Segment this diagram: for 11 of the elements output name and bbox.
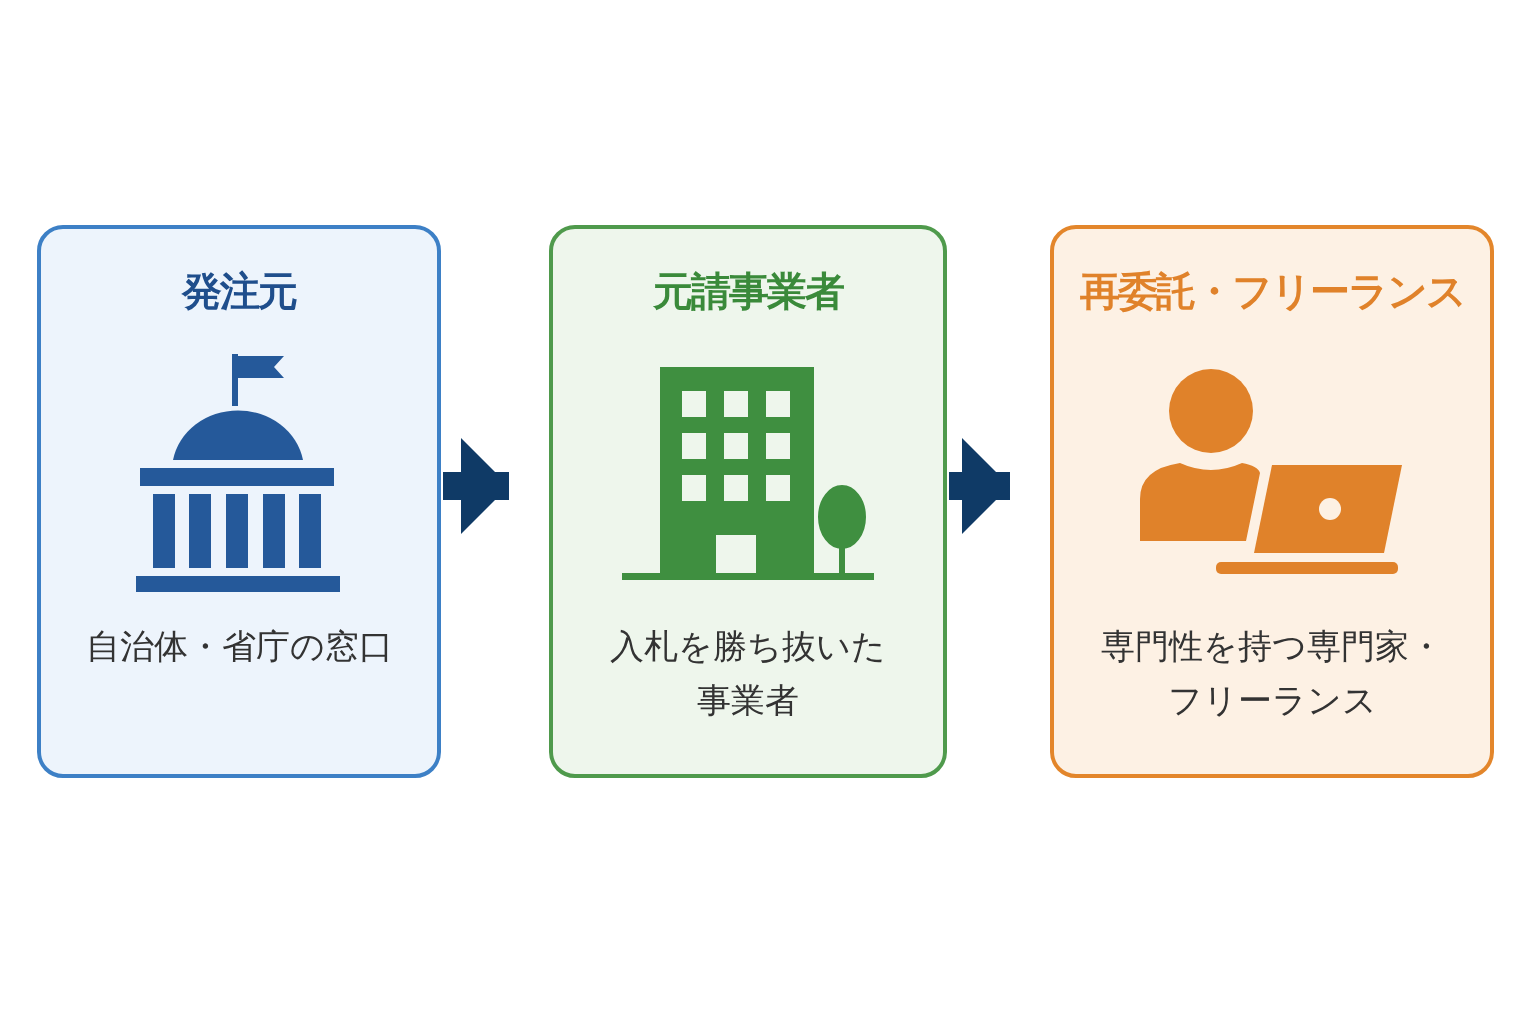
arrow [949, 438, 1010, 534]
stage-card [549, 225, 947, 778]
card-title: 発注元 [182, 271, 296, 311]
card-description: 入札を勝ち抜いた事業者 [609, 626, 887, 721]
card-description: 専門性を持つ専門家・フリーランス [1100, 626, 1444, 721]
card-title: 元請事業者 [653, 271, 843, 311]
stage-card [37, 225, 441, 778]
stage-card [1050, 225, 1494, 778]
arrow [443, 438, 509, 534]
card-description: 自治体・省庁の窓口 [84, 626, 394, 667]
card-title: 再委託・フリーランス [1079, 271, 1465, 311]
